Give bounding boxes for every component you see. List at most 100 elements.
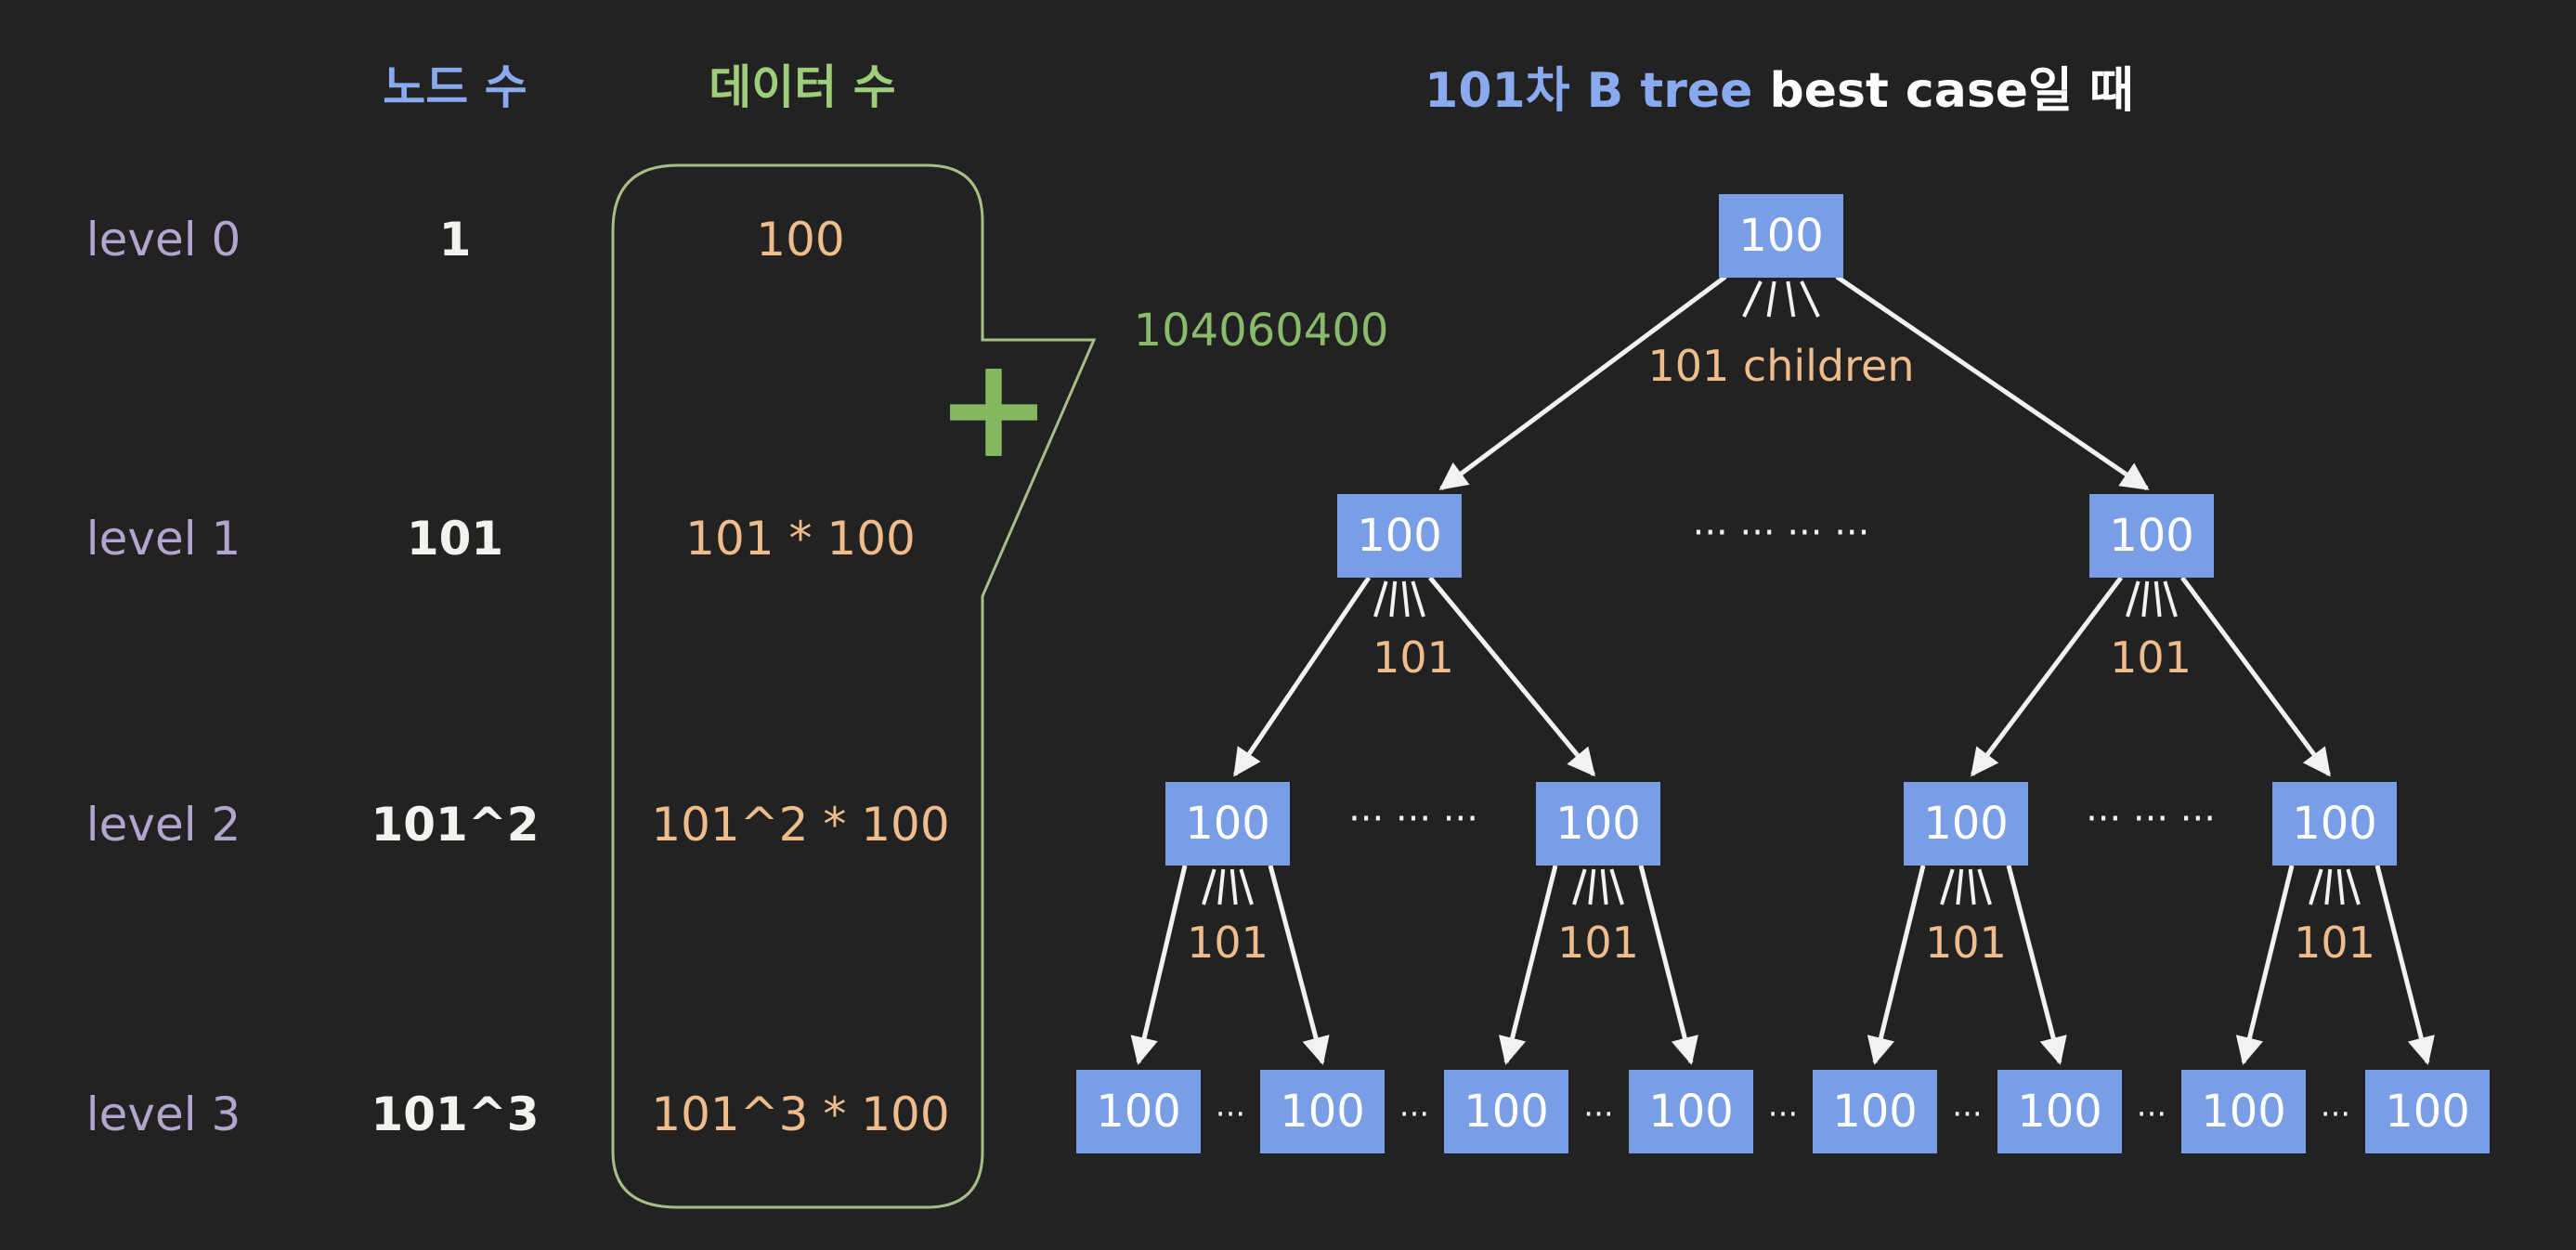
node-value: 100 (1280, 1086, 1365, 1138)
node-count-header: 노드 수 (383, 60, 527, 114)
tick (1786, 280, 1796, 318)
tick (2336, 868, 2345, 905)
node-value: 100 (1923, 798, 2009, 850)
tick (1600, 868, 1608, 905)
node-box (1719, 194, 1843, 278)
edge-l2-a-left (1130, 865, 1188, 1065)
ellipsis-level-3: ··· (1216, 1096, 1245, 1133)
level-3-node-count: 101^3 (371, 1087, 540, 1141)
tree-node-l3-6: 100 (2181, 1070, 2306, 1153)
tree-node-l3-1: 100 (1260, 1070, 1385, 1153)
node-box (2089, 494, 2214, 578)
l2-a-child-ticks (1202, 868, 1254, 905)
tick (2309, 868, 2323, 905)
tick (2346, 868, 2361, 905)
node-value: 100 (1832, 1086, 1918, 1138)
ellipsis-level-3: ··· (2137, 1096, 2166, 1133)
child-pointer-ticks (1202, 280, 2361, 905)
level-1-data-count: 101 * 100 (685, 512, 916, 566)
level-0-label: level 0 (85, 213, 241, 267)
tick (1742, 280, 1763, 318)
ellipsis-level-2-right: ··· ··· ··· (2086, 798, 2216, 840)
l2-b-children-label: 101 (1557, 918, 1639, 968)
tick (1968, 868, 1976, 905)
title-highlight: 101차 B tree (1425, 63, 1753, 119)
edge-l2-a-right (1268, 865, 1330, 1065)
tick (1977, 868, 1992, 905)
level-2-data-count: 101^2 * 100 (651, 798, 950, 852)
tick (1956, 868, 1964, 905)
tick (2126, 580, 2140, 618)
node-box (1337, 494, 1462, 578)
tick (2163, 580, 2178, 618)
edge-l1a-left (1232, 576, 1372, 777)
tree-node-l3-5: 100 (1997, 1070, 2122, 1153)
tree-node-l2-a: 100 (1165, 782, 1290, 866)
level-2-node-count: 101^2 (371, 798, 540, 852)
diagram-title: 101차 B tree best case일 때 (1425, 67, 2134, 115)
edge-l1a-right (1428, 576, 1595, 777)
tree-node-root: 100 (1719, 194, 1843, 278)
edge-root-left (1438, 274, 1727, 491)
node-box (2365, 1070, 2490, 1153)
node-value: 100 (1738, 210, 1824, 262)
node-box (1904, 782, 2028, 866)
tree-node-l3-2: 100 (1444, 1070, 1568, 1153)
l1a-children-label: 101 (1373, 632, 1454, 683)
level-0-data-count: 100 (756, 213, 845, 267)
tick (1373, 580, 1388, 618)
node-value: 100 (1357, 510, 1442, 562)
level-2-label: level 2 (85, 798, 241, 852)
ellipsis-level-3: ··· (1399, 1096, 1429, 1133)
tick (1389, 580, 1398, 618)
l2-a-children-label: 101 (1187, 918, 1268, 968)
node-value: 100 (2109, 510, 2194, 562)
root-children-label: 101 children (1648, 341, 1915, 391)
level-1-label: level 1 (85, 512, 241, 566)
node-box (2272, 782, 2397, 866)
node-value: 100 (1555, 798, 1641, 850)
node-box (2181, 1070, 2306, 1153)
node-value: 100 (1096, 1086, 1181, 1138)
node-box (1997, 1070, 2122, 1153)
tree-nodes: 100 100 100 100 100 100 100 100 100 100 100 100 100 1… (1076, 194, 2490, 1153)
data-count-header: 데이터 수 (709, 60, 896, 114)
l2-d-child-ticks (2309, 868, 2361, 905)
node-box (1813, 1070, 1937, 1153)
root-child-ticks (1742, 280, 1820, 318)
node-value: 100 (2292, 798, 2377, 850)
edge-l2-c-left (1867, 865, 1926, 1065)
tree-node-l2-b: 100 (1536, 782, 1660, 866)
ellipsis-level-1: ··· ··· ··· ··· (1693, 512, 1870, 554)
edge-l2-b-right (1638, 865, 1698, 1065)
edge-root-right (1835, 274, 2150, 491)
node-value: 100 (2201, 1086, 2286, 1138)
tree-node-l2-d: 100 (2272, 782, 2397, 866)
node-box (1260, 1070, 1385, 1153)
tick (2141, 580, 2150, 618)
tick (1202, 868, 1216, 905)
tick (1217, 868, 1226, 905)
tick (1239, 868, 1254, 905)
ellipsis-level-3: ··· (2321, 1096, 2350, 1133)
ellipsis-level-3: ··· (1768, 1096, 1798, 1133)
tick (1800, 280, 1820, 318)
ellipsis-level-3: ··· (1952, 1096, 1982, 1133)
tick (1572, 868, 1587, 905)
node-box (1536, 782, 1660, 866)
tick (1229, 868, 1238, 905)
ellipsis-level-2-left: ··· ··· ··· (1348, 798, 1478, 840)
level-1-node-count: 101 (406, 512, 504, 566)
l2-d-children-label: 101 (2294, 918, 2375, 968)
l2-c-child-ticks (1940, 868, 1992, 905)
tick (1940, 868, 1955, 905)
edge-l2-c-right (2006, 865, 2067, 1065)
tree-node-l1-b: 100 (2089, 494, 2214, 578)
tick (1609, 868, 1624, 905)
tree-node-l3-7: 100 (2365, 1070, 2490, 1153)
tree-edges (1130, 274, 2435, 1065)
l1b-children-label: 101 (2110, 632, 2192, 683)
tree-node-l3-0: 100 (1076, 1070, 1201, 1153)
level-3-label: level 3 (85, 1087, 241, 1141)
